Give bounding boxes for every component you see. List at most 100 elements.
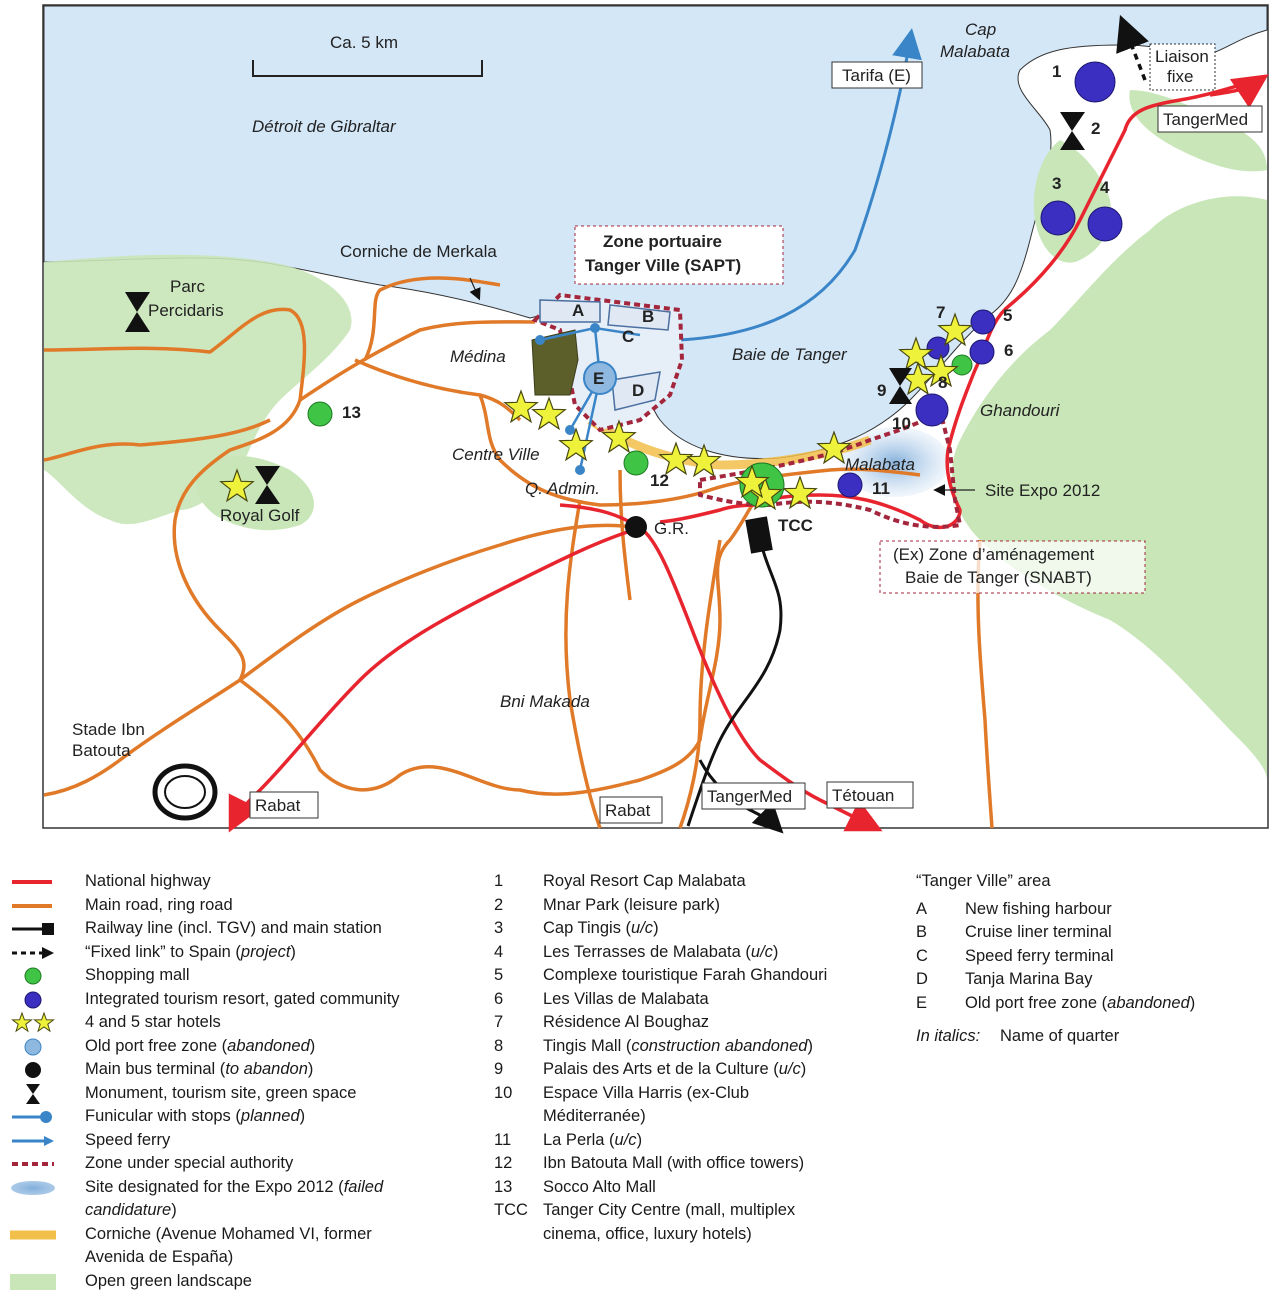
hotel-star-icon [782, 475, 818, 510]
hotel-star-icon [558, 427, 594, 462]
box-liaison-1: Liaison [1155, 47, 1209, 66]
harbour-quay-a [539, 299, 601, 323]
legend-text: New fishing harbour [965, 899, 1112, 918]
legend-key: TCC [494, 1201, 528, 1219]
box-liaison-2: fixe [1167, 67, 1193, 86]
site-number-6: 6 [1004, 341, 1013, 360]
legend-text: Railway line (incl. TGV) and main statio… [85, 919, 382, 937]
hotel-star-icon [531, 396, 567, 431]
legend-key: 7 [494, 1013, 504, 1031]
stars-icon [11, 1011, 55, 1033]
quarter-bni-makada: Bni Makada [500, 692, 590, 711]
scale-label: Ca. 5 km [330, 33, 398, 52]
legend-key: 6 [494, 989, 504, 1008]
hotel-star-icon [816, 430, 852, 465]
main-road-line-icon [12, 903, 52, 908]
box-tarifa: Tarifa (E) [842, 66, 911, 85]
legend-text: Cruise liner terminal [965, 923, 1112, 941]
zone-port-box [574, 225, 784, 285]
bus-terminal-label: G.R. [654, 519, 689, 538]
site-number-11: 11 [872, 479, 890, 498]
hourglass-icon [889, 368, 912, 404]
green-area-icon [10, 1273, 56, 1290]
legend-key: C [916, 946, 928, 965]
legend-text: Mnar Park (leisure park) [543, 895, 720, 914]
zone-snabt-label-1: (Ex) Zone d’aménagement [893, 545, 1095, 564]
site-number-9: 9 [877, 381, 886, 400]
fixed-link-arrow-icon [12, 946, 54, 959]
stadium-inner-icon [164, 775, 206, 809]
green-dot-icon [24, 967, 42, 985]
corniche-band-icon [10, 1230, 56, 1239]
expo-label: Site Expo 2012 [985, 481, 1100, 500]
parc-label-1: Parc [170, 277, 205, 296]
legend-text: Cap Tingis (u/c) [543, 919, 659, 937]
funicular-stop [590, 323, 600, 333]
legend-key: 11 [494, 1130, 512, 1149]
legend-key: 4 [494, 942, 504, 961]
legend-key: 1 [494, 872, 504, 890]
funicular-icon [12, 1111, 52, 1123]
harbour-letter-e: E [593, 369, 604, 388]
site-number-13: 13 [342, 403, 361, 422]
hotel-star-icon [686, 443, 722, 478]
cap-label-1: Cap [965, 20, 996, 39]
quarter-centre-ville: Centre Ville [452, 445, 540, 464]
hourglass-icon [1060, 112, 1085, 150]
medina-area [531, 329, 579, 396]
tcc-label: TCC [778, 516, 813, 535]
legend-text: Old port free zone (abandoned) [965, 993, 1196, 1012]
light-blue-dot-icon [24, 1038, 42, 1055]
legend-text: Zone under special authority [85, 1154, 294, 1172]
legend-text: Socco Alto Mall [543, 1177, 656, 1196]
hourglass-icon [125, 292, 150, 332]
site-number-7: 7 [936, 303, 945, 322]
legend-text: Funicular with stops (planned) [85, 1107, 306, 1125]
highway-line-icon [12, 880, 52, 884]
hotel-star-icon [923, 353, 959, 388]
funicular-stop [575, 465, 585, 475]
quarter-medina: Médina [450, 347, 506, 366]
legend-key: 13 [494, 1177, 513, 1196]
legend-key: A [916, 899, 928, 918]
legend-text: Les Villas de Malabata [543, 989, 709, 1008]
green-landscape-west [44, 254, 352, 525]
legend-key: 9 [494, 1060, 504, 1078]
legend-text: Integrated tourism resort, gated communi… [85, 989, 400, 1008]
star-icon [11, 1011, 33, 1033]
legend-text: “Fixed link” to Spain (project) [85, 942, 296, 961]
legend-text: Les Terrasses de Malabata (u/c) [543, 942, 779, 961]
site-number-2: 2 [1091, 119, 1100, 138]
main-roads [43, 276, 994, 829]
destination-boxes: Tarifa (E) Liaison fixe TangerMed Rabat … [249, 43, 1263, 824]
box-rabat-west: Rabat [255, 796, 301, 815]
box-tangermed-south: TangerMed [707, 787, 792, 806]
legend-text: Old port free zone (abandoned) [85, 1036, 316, 1055]
corniche-pointer [469, 277, 481, 301]
stadium-icon [152, 763, 218, 821]
dotted-zone-icon [12, 1162, 54, 1166]
box-rabat-south: Rabat [605, 801, 651, 820]
legend-text: Tingis Mall (construction abandoned) [543, 1036, 813, 1055]
legend-text: 4 and 5 star hotels [85, 1013, 221, 1031]
legend-text: La Perla (u/c) [543, 1130, 643, 1149]
speed-ferry-route [679, 28, 922, 342]
legend-key: 10 [494, 1083, 513, 1102]
bus-terminal [625, 516, 647, 538]
legend-key: 5 [494, 966, 504, 984]
funicular-stop [535, 335, 545, 345]
legend-text: Royal Resort Cap Malabata [543, 872, 746, 890]
railway-line [686, 539, 784, 834]
resort-markers [837, 61, 1123, 498]
sea-label: Détroit de Gibraltar [252, 117, 397, 136]
box-tetouan: Tétouan [832, 786, 894, 805]
stade-label-1: Stade Ibn [72, 720, 145, 739]
hourglass-icon [26, 1083, 40, 1104]
site-number-4: 4 [1100, 178, 1110, 197]
legend-text: Palais des Arts et de la Culture (u/c) [543, 1060, 807, 1078]
quarter-malabata: Malabata [845, 455, 915, 474]
